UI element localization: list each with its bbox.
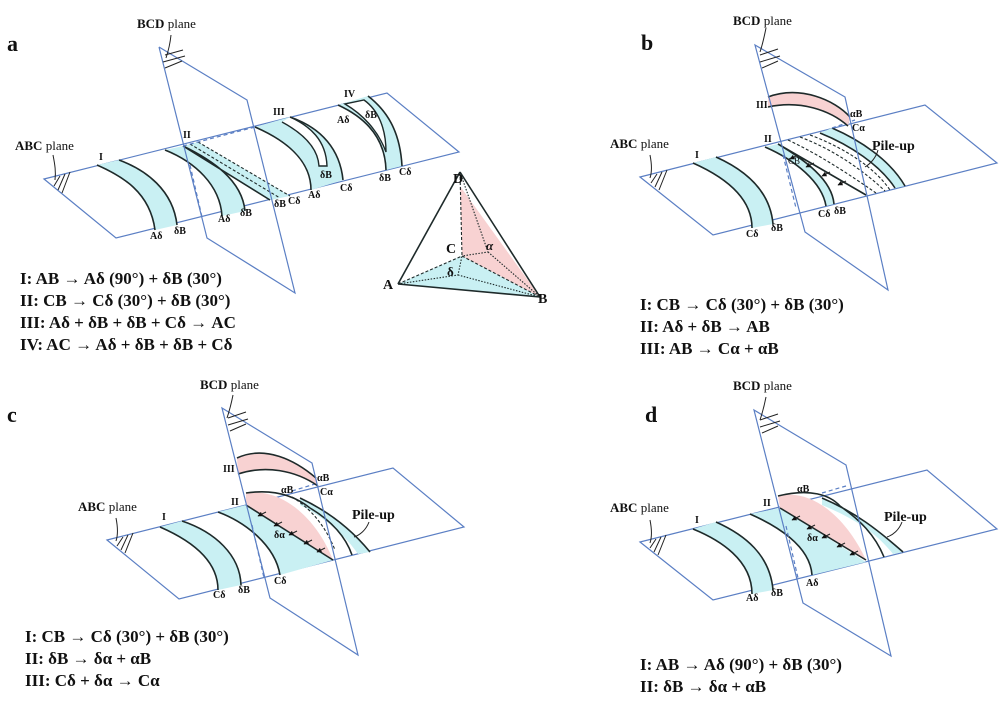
partial-label: δα bbox=[807, 533, 818, 544]
panel-label: c bbox=[7, 402, 17, 427]
panel-label: b bbox=[641, 30, 653, 55]
partial-label: δB bbox=[238, 585, 250, 596]
partial-label: Aδ bbox=[746, 593, 758, 604]
cb-label: CB bbox=[788, 156, 800, 166]
pile-up-label: Pile-up bbox=[352, 508, 395, 523]
label-III: III bbox=[223, 464, 235, 475]
label-II: II bbox=[764, 134, 772, 145]
vertex-B: B bbox=[538, 292, 547, 307]
bcd-plane bbox=[753, 408, 892, 658]
reaction-equations: I: CB → Cδ (30°) + δB (30°) II: Aδ + δB … bbox=[640, 295, 844, 358]
bcd-plane-label: BCD plane bbox=[733, 13, 792, 28]
equation: III: Aδ + δB + δB + Cδ → AC bbox=[20, 313, 236, 332]
pile-up-arrows bbox=[257, 511, 326, 553]
label-III: III bbox=[756, 100, 768, 111]
abc-plane-label: ABC plane bbox=[610, 136, 669, 151]
label-I: I bbox=[99, 152, 103, 163]
partial-label: δB bbox=[174, 226, 186, 237]
label-II: II bbox=[763, 498, 771, 509]
partial-label: δB bbox=[771, 588, 783, 599]
panel-label: d bbox=[645, 402, 657, 427]
partial-label: Cα bbox=[320, 487, 333, 498]
vertex-A: A bbox=[383, 278, 394, 293]
partial-label: Aδ bbox=[150, 231, 162, 242]
partial-label: Cδ bbox=[340, 183, 352, 194]
label-II: II bbox=[231, 497, 239, 508]
abc-plane bbox=[638, 469, 999, 601]
partial-label: δB bbox=[771, 223, 783, 234]
equation: I: AB → Aδ (90°) + δB (30°) bbox=[640, 655, 842, 674]
partial-label: δB bbox=[274, 199, 286, 210]
partial-label: δB bbox=[365, 110, 377, 121]
abc-plane bbox=[105, 467, 466, 600]
partial-label: δB bbox=[240, 208, 252, 219]
partial-label: αB bbox=[317, 473, 330, 484]
partial-label: Cδ bbox=[399, 167, 411, 178]
reaction-equations: I: AB → Aδ (90°) + δB (30°) II: δB → δα … bbox=[640, 655, 842, 696]
partial-label: αB bbox=[850, 109, 863, 120]
partial-label: Aδ bbox=[218, 214, 230, 225]
partial-label: Cδ bbox=[288, 196, 300, 207]
partial-label: δB bbox=[834, 206, 846, 217]
band-III bbox=[768, 92, 850, 126]
equation: III: AB → Cα + αB bbox=[640, 339, 779, 358]
partial-label: Cδ bbox=[746, 229, 758, 240]
equation: I: CB → Cδ (30°) + δB (30°) bbox=[640, 295, 844, 314]
equation: II: Aδ + δB → AB bbox=[640, 317, 770, 336]
band-I bbox=[97, 160, 177, 230]
bcd-plane-label: BCD plane bbox=[733, 378, 792, 393]
partial-label: αB bbox=[281, 485, 294, 496]
partial-label: αB bbox=[797, 484, 810, 495]
band-II bbox=[246, 492, 333, 560]
partial-label: Aδ bbox=[806, 578, 818, 589]
partial-label: Cδ bbox=[213, 590, 225, 601]
partial-label: Aδ bbox=[337, 115, 349, 126]
bcd-plane-label: BCD plane bbox=[137, 16, 196, 31]
abc-plane-label: ABC plane bbox=[78, 499, 137, 514]
panel-b: b BCD plane ABC plane I II III CB αB Cα … bbox=[610, 13, 999, 358]
equation: IV: AC → Aδ + δB + δB + Cδ bbox=[20, 335, 233, 354]
panel-c: c BCD plane ABC plane I II III αB αB Cα … bbox=[7, 377, 466, 690]
vertex-D: D bbox=[453, 172, 463, 187]
equation: I: AB → Aδ (90°) + δB (30°) bbox=[20, 269, 222, 288]
equation: III: Cδ + δα → Cα bbox=[25, 671, 160, 690]
abc-plane bbox=[42, 92, 461, 239]
label-I: I bbox=[695, 515, 699, 526]
bcd-plane-label: BCD plane bbox=[200, 377, 259, 392]
partial-label: Cδ bbox=[818, 209, 830, 220]
bcd-plane bbox=[158, 46, 296, 295]
partial-label: δB bbox=[379, 173, 391, 184]
partial-label: δα bbox=[274, 530, 285, 541]
panel-label: a bbox=[7, 31, 18, 56]
pile-up-arrows bbox=[789, 154, 847, 186]
label-III: III bbox=[273, 107, 285, 118]
equation: II: δB → δα + αB bbox=[25, 649, 151, 668]
equation: I: CB → Cδ (30°) + δB (30°) bbox=[25, 627, 229, 646]
partial-label: Cα bbox=[852, 123, 865, 134]
label-I: I bbox=[162, 512, 166, 523]
panel-a: a BCD plane ABC plane I II III IV Aδ δB … bbox=[7, 16, 461, 354]
bcd-plane bbox=[754, 43, 889, 292]
panel-d: d BCD plane ABC plane I II αB δα Pile-up… bbox=[610, 378, 999, 696]
equation: II: CB → Cδ (30°) + δB (30°) bbox=[20, 291, 230, 310]
abc-plane-label: ABC plane bbox=[15, 138, 74, 153]
delta-point: δ bbox=[447, 264, 454, 279]
pile-up-label: Pile-up bbox=[884, 510, 927, 525]
reaction-equations: I: AB → Aδ (90°) + δB (30°) II: CB → Cδ … bbox=[20, 269, 236, 354]
vertex-C: C bbox=[446, 242, 456, 257]
pile-up-arrows bbox=[791, 515, 859, 556]
partial-label: δB bbox=[320, 170, 332, 181]
thompson-tetrahedron: D A B C α δ bbox=[383, 171, 547, 307]
pile-up-label: Pile-up bbox=[872, 139, 915, 154]
partial-label: Aδ bbox=[308, 190, 320, 201]
alpha-point: α bbox=[486, 238, 494, 253]
abc-plane-label: ABC plane bbox=[610, 500, 669, 515]
label-I: I bbox=[695, 150, 699, 161]
band-II bbox=[165, 146, 245, 216]
partial-label: Cδ bbox=[274, 576, 286, 587]
label-II: II bbox=[183, 130, 191, 141]
label-IV: IV bbox=[344, 89, 356, 100]
equation: II: δB → δα + αB bbox=[640, 677, 766, 696]
reaction-equations: I: CB → Cδ (30°) + δB (30°) II: δB → δα … bbox=[25, 627, 229, 690]
